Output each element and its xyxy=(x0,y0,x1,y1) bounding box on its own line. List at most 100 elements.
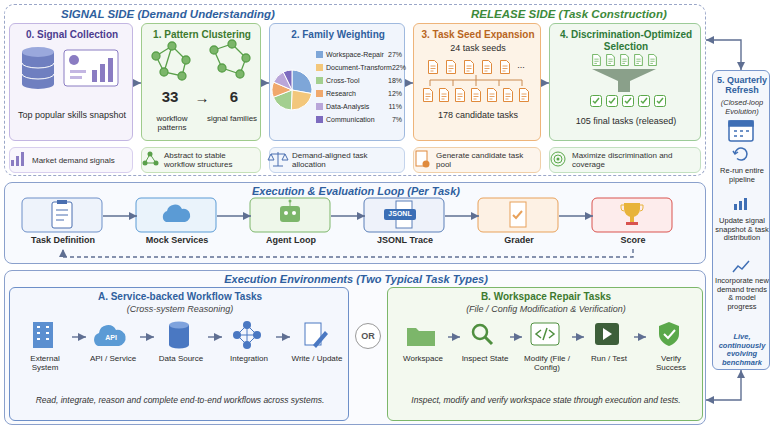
legend-row: Communication7% xyxy=(316,113,402,125)
icon-part xyxy=(37,327,49,339)
dashed-band: SIGNAL SIDE (Demand Understanding)RELEAS… xyxy=(4,4,706,176)
icon-part xyxy=(635,54,643,65)
connector xyxy=(208,336,222,337)
connector xyxy=(133,82,141,83)
node-text: Live, continuously evolving benchmark xyxy=(715,333,769,368)
or-circle: OR xyxy=(355,323,381,349)
icon-part xyxy=(283,70,292,90)
icon-part xyxy=(729,121,753,141)
node-text: Demand-aligned task allocation xyxy=(292,151,402,169)
node-text: Abstract to stable workflow structures xyxy=(164,151,258,169)
icon-part xyxy=(64,50,118,86)
icon-part xyxy=(630,216,634,222)
ellipsis-label: ... xyxy=(512,60,530,70)
connector xyxy=(706,40,741,70)
legend-swatch xyxy=(316,90,323,97)
icon-part xyxy=(284,211,288,215)
footer-box: Generate candidate task pool xyxy=(413,147,541,173)
environment-panel: Execution Environments (Two Typical Task… xyxy=(4,270,706,425)
node-text: 24 task seeds xyxy=(418,43,538,53)
icon-part xyxy=(626,222,638,225)
icon-part xyxy=(621,54,629,65)
node-text: JSONL Trace xyxy=(365,235,445,245)
icon-part xyxy=(169,322,189,329)
node-text: Update signal snapshot & task distributi… xyxy=(715,217,769,243)
connector xyxy=(276,336,290,337)
node-text: Integration xyxy=(222,354,276,363)
node-text: 5. Quarterly Refresh xyxy=(715,75,769,96)
connector xyxy=(217,215,251,216)
icon-part xyxy=(384,209,416,220)
node-text: Execution & Evaluation Loop (Per Task) xyxy=(5,185,707,198)
node-text: Agent Loop xyxy=(251,235,331,245)
node-text: Maximize discrimination and coverage xyxy=(572,151,698,169)
legend-swatch xyxy=(316,64,323,71)
node-text: Data Source xyxy=(154,354,208,363)
node-text: Verify Success xyxy=(646,354,696,372)
refresh-box: 5. Quarterly Refresh(Closed-loop Evoluti… xyxy=(712,70,770,370)
icon-part xyxy=(178,72,186,80)
legend-swatch xyxy=(316,116,323,123)
legend-swatch xyxy=(316,103,323,110)
node-text: Read, integrate, reason and complete end… xyxy=(16,396,344,406)
icon-part xyxy=(21,152,24,166)
icon-part xyxy=(621,205,643,211)
node-text: Generate candidate task pool xyxy=(436,151,538,169)
node-text: OR xyxy=(356,331,380,341)
node-text: API / Service xyxy=(86,354,140,363)
api-tag: API xyxy=(99,334,123,342)
dashboard-icon xyxy=(64,50,118,86)
node-text: Top popular skills snapshot xyxy=(14,110,130,120)
database-icon xyxy=(22,47,54,89)
icon-part xyxy=(440,89,449,102)
connector xyxy=(103,215,137,216)
connector xyxy=(72,336,86,337)
node-text: 2. Family Weighting xyxy=(272,29,404,41)
icon-part xyxy=(623,96,634,107)
node-text: 178 candidate tasks xyxy=(418,110,538,120)
icon-part xyxy=(593,54,601,65)
task-type-box: B. Workspace Repair Tasks(File / Config … xyxy=(387,287,703,421)
icon-part xyxy=(253,331,261,339)
icon-part xyxy=(290,202,291,206)
icon-part xyxy=(92,70,97,82)
icon-part xyxy=(243,341,251,349)
legend-text: Communication xyxy=(326,116,392,123)
icon-part xyxy=(447,61,456,74)
connector xyxy=(448,336,460,337)
icon-part xyxy=(143,161,148,166)
icon-part xyxy=(210,46,218,54)
legend-row: Research12% xyxy=(316,87,402,99)
icon-part xyxy=(163,205,190,222)
icon-part xyxy=(108,58,113,82)
icon-part xyxy=(655,96,666,107)
connector xyxy=(140,336,154,337)
icon-part xyxy=(233,331,241,339)
icon-part xyxy=(664,330,675,338)
node-text: B. Workspace Repair Tasks xyxy=(394,291,698,303)
connector xyxy=(261,82,269,83)
icon-part xyxy=(504,89,513,102)
icon-part xyxy=(465,61,474,74)
percent-label: 12% xyxy=(388,90,402,97)
percent-label: 27% xyxy=(388,51,402,58)
connector xyxy=(445,215,479,216)
icon-part xyxy=(603,328,612,340)
node-text: Workspace xyxy=(398,354,448,363)
percent-label: 18% xyxy=(388,77,402,84)
connector xyxy=(331,215,365,216)
icon-part xyxy=(152,52,160,60)
node-text: RELEASE SIDE (Task Construction) xyxy=(471,8,707,21)
icon-part xyxy=(160,68,168,76)
node-text: workflow patterns xyxy=(142,114,202,132)
icon-part xyxy=(739,201,742,210)
icon-part xyxy=(424,89,433,102)
icon-part xyxy=(154,161,159,166)
node-text: External System xyxy=(18,354,72,372)
icon-part xyxy=(624,203,640,217)
footer-box: Maximize discrimination and coverage xyxy=(549,147,701,173)
node-text: A. Service-backed Workflow Tasks xyxy=(16,291,344,303)
node-text: (File / Config Modification & Verificati… xyxy=(394,304,698,314)
node-text: 105 final tasks (released) xyxy=(552,116,700,126)
icon-part xyxy=(649,54,657,65)
